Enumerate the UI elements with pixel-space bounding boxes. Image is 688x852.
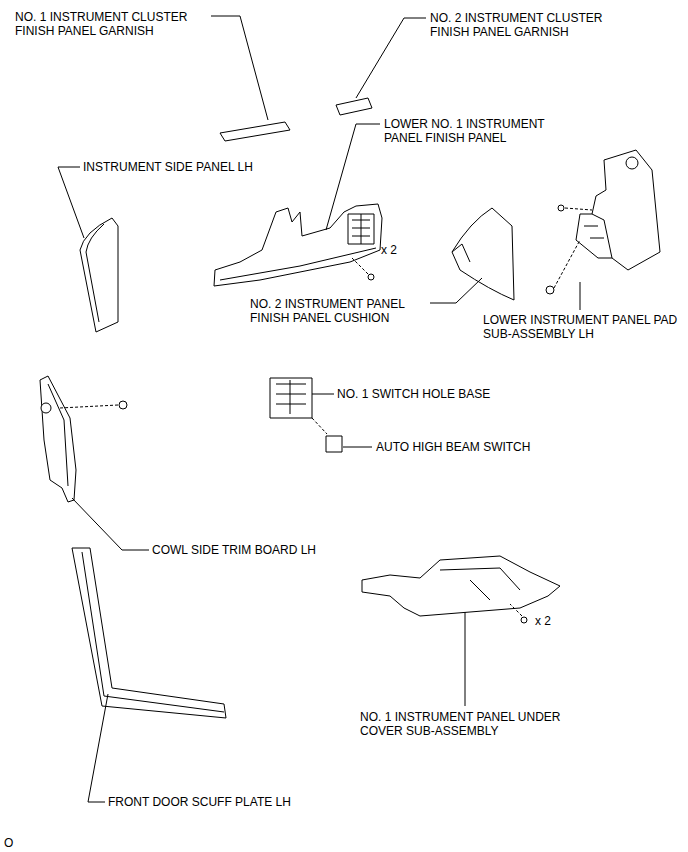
part-name: NO. 2 INSTRUMENT CLUSTER FINISH PANEL GA… — [430, 11, 612, 39]
part-name: NO. 1 INSTRUMENT PANEL UNDER COVER SUB-A… — [360, 710, 578, 738]
garnish-part — [220, 122, 290, 141]
switch-part — [326, 436, 342, 452]
finish-panel-opening — [348, 214, 374, 244]
leader-line — [343, 447, 372, 448]
scuff-plate — [72, 548, 226, 718]
leader-lines — [58, 16, 580, 802]
leader-line — [465, 612, 466, 706]
screw — [558, 205, 564, 211]
part-name: NO. 1 INSTRUMENT CLUSTER FINISH PANEL GA… — [15, 10, 193, 38]
pad-bracket — [576, 214, 612, 258]
quantity-label: x 2 — [381, 243, 397, 257]
leader-line — [312, 394, 334, 395]
cushion-edge — [452, 244, 470, 262]
switch-hole-base — [270, 378, 312, 418]
leader-line — [58, 167, 84, 238]
part-name: FRONT DOOR SCUFF PLATE LH — [108, 795, 291, 809]
part-name: AUTO HIGH BEAM SWITCH — [376, 440, 530, 454]
install-line — [352, 258, 368, 274]
under-cover — [362, 556, 560, 616]
cowl-trim — [40, 376, 76, 502]
cushion-part — [452, 208, 514, 300]
under-cover-detail — [440, 568, 520, 600]
side-panel-edge — [86, 224, 104, 322]
install-line — [312, 418, 327, 434]
switch-hole-detail — [276, 380, 306, 414]
install-line — [60, 405, 118, 408]
quantity-label: x 2 — [535, 614, 551, 628]
cowl-trim-knob — [41, 403, 51, 413]
leader-line — [72, 498, 149, 550]
clip — [546, 286, 554, 294]
part-name: INSTRUMENT SIDE PANEL LH — [83, 160, 253, 174]
clip — [119, 401, 127, 409]
finish-panel — [214, 204, 382, 286]
pad-hole — [626, 157, 638, 169]
leader-line — [326, 124, 380, 230]
scuff-plate-edge — [82, 552, 224, 712]
pad-part — [592, 150, 660, 270]
part-name: COWL SIDE TRIM BOARD LH — [152, 543, 316, 557]
part-name: LOWER INSTRUMENT PANEL PAD SUB-ASSEMBLY … — [483, 313, 688, 341]
corner-mark: O — [4, 836, 13, 850]
screw — [521, 617, 527, 623]
part-name: NO. 2 INSTRUMENT PANEL FINISH PANEL CUSH… — [250, 297, 428, 325]
leader-line — [88, 694, 108, 802]
leader-line — [211, 16, 268, 120]
finish-panel-edge — [220, 248, 376, 280]
leader-line — [430, 278, 482, 303]
cowl-trim-edge — [48, 384, 68, 486]
install-line — [510, 604, 522, 616]
screw — [368, 274, 374, 280]
leader-line — [356, 18, 426, 98]
garnish-part — [336, 98, 372, 115]
part-name: NO. 1 SWITCH HOLE BASE — [337, 387, 490, 401]
leader-line — [580, 282, 581, 310]
finish-panel-detail — [352, 214, 370, 244]
side-panel — [80, 218, 118, 332]
install-line — [565, 208, 592, 210]
install-line — [554, 240, 580, 288]
part-name: LOWER NO. 1 INSTRUMENT PANEL FINISH PANE… — [384, 117, 556, 145]
